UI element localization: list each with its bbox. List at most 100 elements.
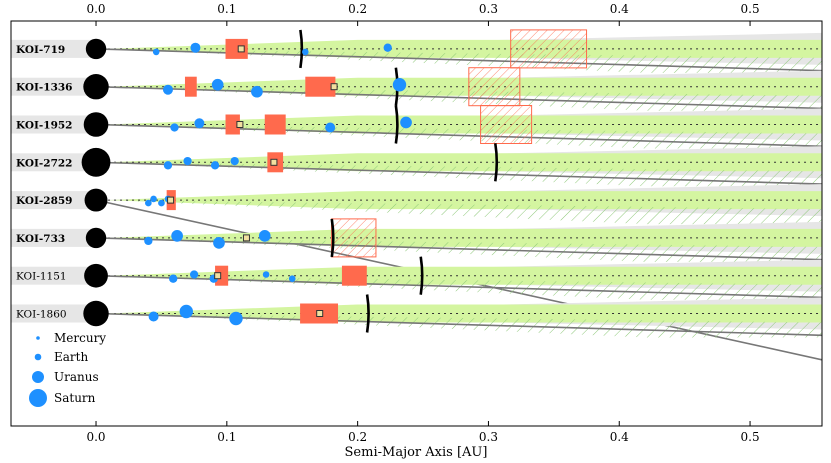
planet-marker: [162, 84, 173, 95]
planet-marker: [169, 274, 178, 283]
hatched-habitable-zone: [468, 67, 521, 107]
habitable-zone: [184, 76, 197, 97]
planet-marker: [144, 236, 153, 246]
system-row: [11, 256, 822, 300]
planet-marker: [392, 78, 407, 92]
habitable-marker: [270, 158, 278, 166]
x-tick-label-top: 0.2: [348, 2, 367, 16]
planet-marker: [288, 275, 296, 283]
legend-label: Mercury: [54, 331, 106, 345]
x-tick-label-bottom: 0.5: [741, 430, 760, 444]
star-marker: [85, 227, 107, 249]
row-background: [11, 39, 103, 58]
x-tick-label-bottom: 0.1: [217, 430, 236, 444]
system-label: KOI-733: [16, 233, 65, 245]
system-label: KOI-1151: [16, 271, 67, 283]
planet-marker: [229, 311, 243, 326]
habitable-marker: [214, 272, 222, 280]
x-tick-label-top: 0.4: [610, 2, 629, 16]
hatched-wedge: [106, 200, 822, 225]
planet-marker: [163, 161, 173, 170]
hatched-habitable-zone: [480, 105, 533, 144]
x-tick-label-top: 0.1: [217, 2, 236, 16]
trend-line: [96, 123, 822, 148]
planet-marker: [194, 118, 205, 129]
planet-marker: [148, 311, 159, 322]
system-row: [11, 218, 822, 262]
stability-boundary: [419, 256, 424, 295]
trend-line: [96, 312, 822, 337]
row-background: [11, 153, 103, 172]
planet-marker: [189, 270, 199, 279]
x-tick-label-top: 0.3: [479, 2, 498, 16]
legend-marker: [34, 353, 42, 361]
planet-marker: [210, 161, 220, 170]
system-label: KOI-719: [16, 44, 65, 56]
planet-marker: [383, 43, 392, 52]
planet-marker: [170, 123, 179, 132]
stability-boundary: [494, 143, 499, 182]
habitable-zone: [341, 265, 367, 286]
planet-marker: [171, 230, 183, 242]
x-axis: 0.00.00.10.10.20.20.30.30.40.40.50.5: [86, 2, 759, 444]
system-label: KOI-1952: [16, 120, 72, 132]
planet-marker: [251, 85, 263, 98]
trend-line: [96, 48, 822, 72]
hatched-habitable-zone: [330, 218, 377, 258]
stability-boundary: [330, 218, 335, 258]
system-row: [11, 294, 822, 338]
x-tick-label-bottom: 0.0: [86, 430, 105, 444]
planet-marker: [325, 122, 336, 133]
row-background: [11, 266, 103, 285]
system-labels: KOI-719KOI-1336KOI-1952KOI-2722KOI-2859K…: [16, 44, 72, 321]
hatched-habitable-zone: [510, 29, 588, 69]
x-tick-label-bottom: 0.4: [610, 430, 629, 444]
planet-marker: [179, 304, 193, 319]
system-label: KOI-1860: [16, 309, 67, 321]
row-background: [11, 304, 103, 323]
star-marker: [83, 300, 109, 327]
planet-marker: [150, 195, 157, 203]
system-label: KOI-2859: [16, 195, 72, 207]
planet-marker: [230, 156, 239, 166]
system-row: [11, 105, 822, 149]
legend-marker: [32, 371, 44, 383]
system-label: KOI-2722: [16, 157, 72, 169]
planet-marker: [213, 237, 225, 249]
system-row: [11, 143, 822, 187]
planet-marker: [152, 48, 160, 56]
planet-marker: [158, 199, 165, 207]
plot-frame: [10, 20, 823, 427]
star-marker: [84, 263, 108, 288]
planet-marker: [211, 78, 224, 91]
habitable-zone: [225, 38, 248, 59]
planet-marker: [145, 199, 152, 207]
legend-label: Earth: [54, 350, 88, 364]
x-axis-label: Semi-Major Axis [AU]: [345, 445, 488, 460]
habitable-marker: [330, 83, 338, 91]
planet-marker: [258, 230, 271, 242]
habitable-marker: [237, 45, 245, 53]
legend-marker: [36, 336, 40, 340]
planet-marker: [190, 42, 201, 53]
star-marker: [85, 38, 107, 60]
x-tick-label-bottom: 0.2: [348, 430, 367, 444]
planet-marker: [302, 48, 309, 56]
planet-marker: [262, 271, 270, 278]
row-background: [11, 115, 103, 134]
star-marker: [81, 147, 111, 177]
planet-marker: [183, 156, 192, 166]
habitable-marker: [242, 234, 250, 242]
habitable-marker: [167, 196, 175, 204]
x-tick-label-top: 0.0: [86, 2, 105, 16]
row-background: [11, 228, 103, 247]
star-marker: [83, 112, 109, 137]
legend-label: Saturn: [54, 391, 96, 405]
stability-boundary: [365, 294, 370, 333]
habitable-zone: [264, 114, 286, 135]
system-row: [11, 67, 822, 111]
row-background: [11, 191, 103, 210]
habitable-marker: [236, 121, 244, 128]
